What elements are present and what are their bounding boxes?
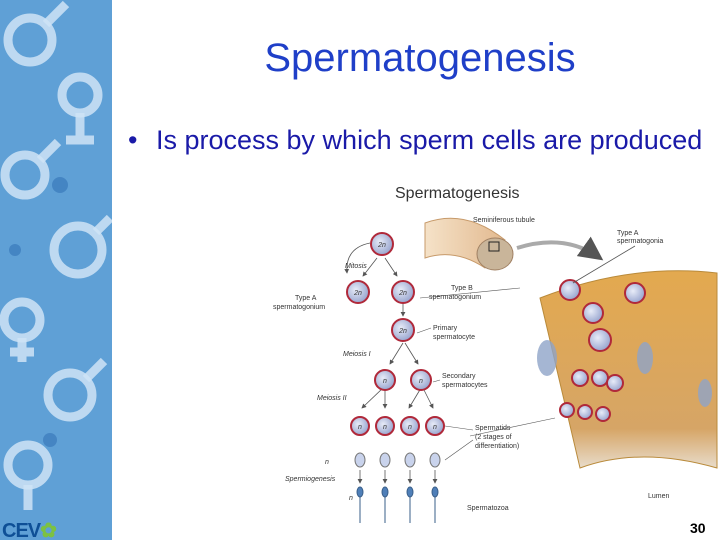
wedge-cell [624,282,646,304]
wedge-cell [591,369,609,387]
wedge-cell [606,374,624,392]
cell-n-secondary [410,369,432,391]
wedge-cell [595,406,611,422]
cev-logo: CEV✿ [2,518,57,543]
spermatozoon [356,486,364,498]
cell-n-spermatid [375,416,395,436]
label-primary-1: Primary [433,325,458,332]
figure-title: Spermatogenesis [395,185,520,202]
leaf-icon: ✿ [40,520,57,542]
cell-label: n [408,424,412,431]
label-secondary-2: spermatocytes [442,382,488,389]
cell-n-secondary [374,369,396,391]
label-lumen: Lumen [648,493,670,500]
bullet-text: Is process by which sperm cells are prod… [156,125,703,155]
cell-2n-right [391,280,415,304]
spermatid-stage [429,452,441,468]
cell-n-spermatid [400,416,420,436]
cell-label: 2n [353,290,362,297]
label-primary-2: spermatocyte [433,334,475,341]
spermatid-stage [354,452,366,468]
label-type-a-right-1: Type A [617,230,639,237]
sertoli-cell [698,379,712,407]
spermatozoon [431,486,439,498]
label-spermatids-3: differentiation) [475,443,519,450]
wedge-cell [588,328,612,352]
cell-2n-left [346,280,370,304]
spermatozoon [381,486,389,498]
cell-n-spermatid [350,416,370,436]
cell-label: n [419,378,423,385]
wedge-cell [582,302,604,324]
label-type-b-2: spermatogonium [429,294,481,301]
cell-2n-top [370,232,394,256]
logo-text: CEV [2,520,41,542]
label-spermatids-1: Spermatids [475,425,511,432]
pointer-line [572,245,636,284]
spermatogenesis-diagram: Spermatogenesis Seminiferous tubule Type… [273,185,718,523]
page-number: 30 [690,520,706,536]
label-spermatozoa: Spermatozoa [467,505,509,512]
wedge-cell [559,279,581,301]
cell-label: n [383,378,387,385]
cell-n-spermatid [425,416,445,436]
cell-label: 2n [377,242,386,249]
sertoli-cell [637,342,653,374]
label-mitosis: Mitosis [345,263,367,270]
wedge-cell [559,402,575,418]
label-n-side-2: n [349,495,353,502]
label-secondary-1: Secondary [442,373,476,380]
wedge-cell [571,369,589,387]
cell-label: n [433,424,437,431]
wedge-cell [577,404,593,420]
label-type-a-left-1: Type A [295,295,317,302]
label-meiosis-1: Meiosis I [343,351,371,358]
tubule-cross-section [476,237,514,271]
zoom-arrow [516,236,604,261]
spermatozoon [406,486,414,498]
zoom-box [488,241,500,252]
sertoli-cell [537,340,557,376]
label-spermatids-2: (2 stages of [475,434,512,441]
label-type-a-left-2: spermatogonium [273,304,325,311]
label-spermiogenesis: Spermiogenesis [285,476,336,483]
cell-2n-primary [391,318,415,342]
cell-label: n [358,424,362,431]
spermatid-stage [379,452,391,468]
bullet-icon: • [128,125,138,155]
label-n-side-1: n [325,459,329,466]
spermatid-stage [404,452,416,468]
cell-label: n [383,424,387,431]
label-type-b-1: Type B [451,285,473,292]
decorative-sidebar [0,0,112,540]
cell-label: 2n [398,290,407,297]
label-meiosis-2: Meiosis II [317,395,347,402]
label-seminiferous-tubule: Seminiferous tubule [473,217,535,224]
gender-symbols-pattern [0,0,112,540]
slide-title: Spermatogenesis [264,36,576,80]
label-type-a-right-2: spermatogonia [617,238,663,245]
cell-label: 2n [398,328,407,335]
